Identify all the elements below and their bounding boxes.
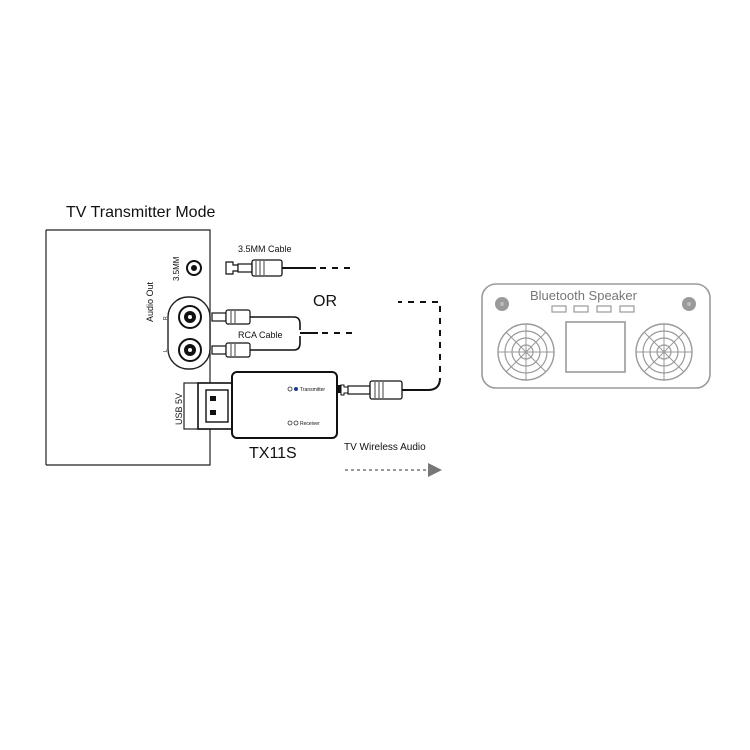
cable-35mm-label: 3.5MM Cable xyxy=(238,244,292,254)
wireless-audio-label: TV Wireless Audio xyxy=(344,442,426,453)
speaker-label: Bluetooth Speaker xyxy=(530,288,638,303)
rca-cable-label: RCA Cable xyxy=(238,330,283,340)
tx11s-receiver-label: Receiver xyxy=(300,421,320,427)
diagram-title: TV Transmitter Mode xyxy=(66,204,215,221)
tv-audio-out-label: Audio Out xyxy=(145,281,155,322)
tx11s-transmitter-label: Transmitter xyxy=(300,387,325,393)
cable-35mm-plug xyxy=(225,259,316,277)
tx11s-output-dashed xyxy=(398,301,441,372)
tx11s-name-label: TX11S xyxy=(249,445,297,462)
tx11s-device xyxy=(197,371,341,439)
bluetooth-speaker xyxy=(481,283,711,389)
tx11s-output-plug xyxy=(340,377,441,400)
speaker-left-grille xyxy=(497,323,555,381)
rca-cable xyxy=(211,309,318,358)
tv-35mm-label: 3.5MM xyxy=(172,256,181,281)
tv-usb5v-label: USB 5V xyxy=(174,393,184,425)
speaker-right-grille xyxy=(635,323,693,381)
tv-rca-r-label: R xyxy=(163,316,169,320)
wireless-arrow xyxy=(345,463,442,477)
tv-rca-l-label: L xyxy=(163,349,169,352)
tv-rca-port-block xyxy=(167,296,211,370)
tv-35mm-jack xyxy=(186,260,202,276)
or-label: OR xyxy=(313,293,337,310)
